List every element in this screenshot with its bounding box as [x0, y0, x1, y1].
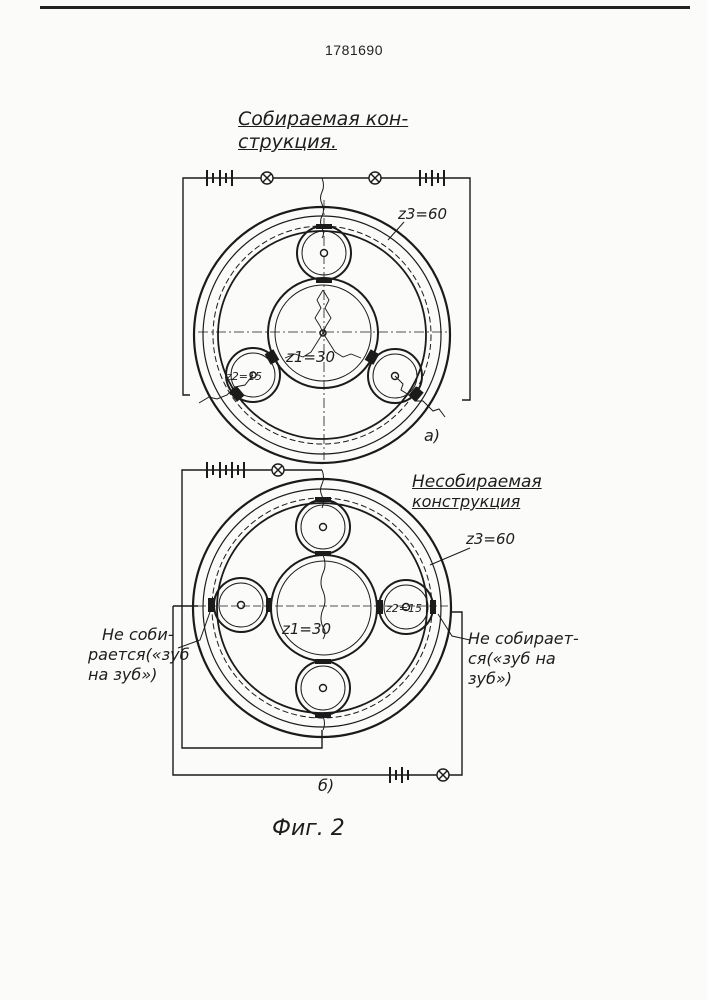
view-a-ring-label: z3=60	[398, 205, 447, 223]
view-a-planet-label: z2=15	[226, 370, 262, 383]
view-b-note-left-line3: на зуб»)	[88, 665, 157, 684]
view-b-planet-left	[214, 578, 268, 632]
view-b-lamp-top-icon	[272, 464, 284, 476]
view-b-note-left-line2: рается(«зуб	[88, 645, 190, 664]
view-b-planet-label: z2=15	[386, 602, 422, 615]
view-a-planet-top	[297, 226, 351, 280]
view-b-sun-label: z1=30	[282, 620, 331, 638]
view-a-lamp-left-icon	[261, 172, 273, 184]
view-b-title-line2: конструкция	[412, 492, 520, 511]
view-a-sun-label: z1=30	[286, 348, 335, 366]
view-b-note-right-line2: ся(«зуб на	[468, 649, 556, 668]
view-b-note-left-line1: Не соби-	[102, 625, 174, 644]
view-b-planet-top	[296, 500, 350, 554]
view-b-caption: б)	[318, 776, 334, 795]
view-b-planet-bottom	[296, 661, 350, 715]
view-a-circuit-right-wire	[322, 178, 470, 400]
view-b-ring-label: z3=60	[466, 530, 515, 548]
view-b-note-right-line3: зуб»)	[468, 669, 512, 688]
view-b-battery-top-icon	[207, 462, 244, 478]
view-a-caption: a)	[424, 426, 440, 445]
figure-caption: Фиг. 2	[272, 816, 345, 841]
view-b-note-right-line1: Не собирает-	[468, 629, 579, 648]
view-a-title-line2: струкция.	[238, 131, 337, 153]
view-a-lamp-right-icon	[369, 172, 381, 184]
view-a-title-line1: Собираемая кон-	[238, 108, 408, 130]
view-b-title-line1: Несобираемая	[412, 472, 542, 492]
view-b-lamp-bottom-icon	[437, 769, 449, 781]
